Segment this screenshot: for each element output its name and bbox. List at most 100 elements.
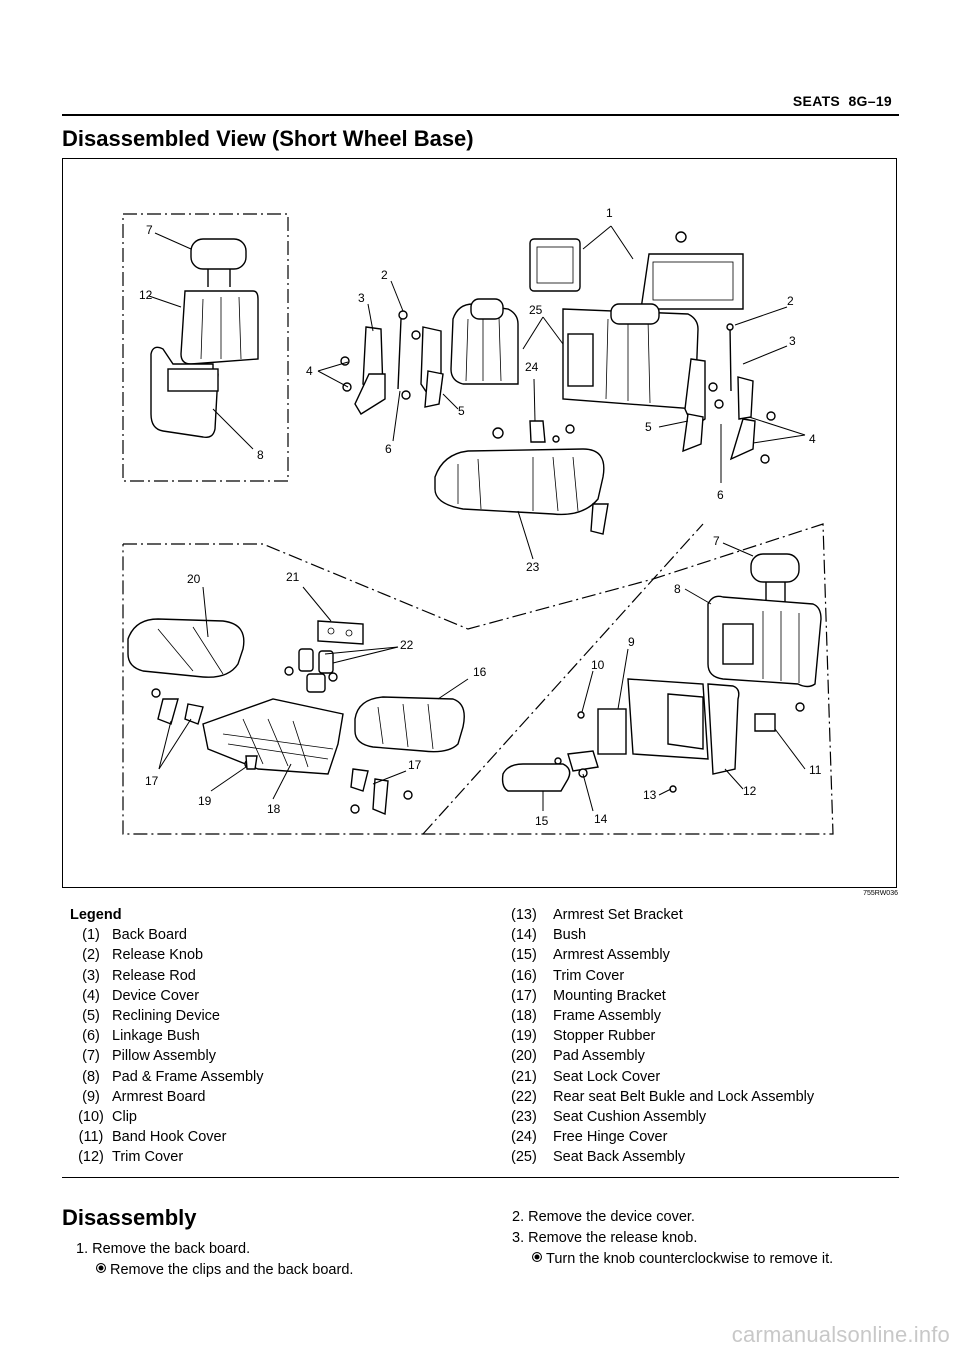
mounting-bracket-right xyxy=(350,768,413,816)
callout-22: 22 xyxy=(400,638,414,652)
callout-11: 11 xyxy=(809,763,822,777)
legend-item: (22)Rear seat Belt Bukle and Lock Assemb… xyxy=(511,1088,815,1105)
pad-assembly xyxy=(127,618,245,678)
legend-item: (6)Linkage Bush xyxy=(82,1028,200,1045)
bullet-icon xyxy=(96,1263,106,1273)
legend-item: (9)Armrest Board xyxy=(82,1088,206,1105)
callout-20: 20 xyxy=(187,572,201,586)
free-hinge-cover xyxy=(492,420,575,443)
legend-item: (13)Armrest Set Bracket xyxy=(511,907,683,923)
divider-outline xyxy=(422,523,704,835)
legend-item: (8)Pad & Frame Assembly xyxy=(82,1068,264,1085)
legend-item: (1)Back Board xyxy=(82,927,187,944)
step-2: 2. Remove the device cover. xyxy=(512,1209,695,1225)
belt-buckle-assembly xyxy=(284,648,338,693)
seat-lock-cover xyxy=(317,620,364,645)
back-board-small xyxy=(529,238,581,292)
armrest-set-bracket xyxy=(554,750,677,793)
pillow-right xyxy=(750,553,800,604)
callout-10: 10 xyxy=(591,658,605,672)
callout-16: 16 xyxy=(473,665,487,679)
page-header: SEATS 8G–19 xyxy=(793,93,892,109)
pillow-left xyxy=(190,238,247,287)
legend-right-column: (13)Armrest Set Bracket (14)Bush (15)Arm… xyxy=(511,905,814,1168)
legend-heading: Legend xyxy=(70,907,122,923)
step-1-detail: Remove the clips and the back board. xyxy=(76,1260,353,1281)
callout-15: 15 xyxy=(535,814,549,828)
clip xyxy=(577,711,585,719)
legend-item: (19)Stopper Rubber xyxy=(511,1028,656,1045)
callout-5-left: 5 xyxy=(458,404,465,418)
header-section: SEATS xyxy=(792,93,841,109)
legend-item: (4)Device Cover xyxy=(82,987,200,1004)
callout-14: 14 xyxy=(594,812,608,826)
callout-8-left: 8 xyxy=(257,448,264,462)
callout-2-right: 2 xyxy=(787,294,794,308)
callout-17-right: 17 xyxy=(408,758,422,772)
pad-frame-left xyxy=(150,346,219,439)
callout-1: 1 xyxy=(606,206,613,220)
legend-item: (5)Reclining Device xyxy=(82,1008,220,1025)
legend-left-column: Legend (1)Back Board (2)Release Knob (3)… xyxy=(70,905,264,1168)
callout-2-left: 2 xyxy=(381,268,388,282)
left-seatback-group-outline xyxy=(122,213,289,482)
callouts: 7 12 8 2 3 4 5 6 1 25 24 2 3 5 4 6 23 20… xyxy=(139,206,822,828)
legend-item: (7)Pillow Assembly xyxy=(82,1048,216,1065)
callout-3-right: 3 xyxy=(789,334,796,348)
callout-12-left: 12 xyxy=(139,288,153,302)
callout-13: 13 xyxy=(643,788,657,802)
legend-item: (15)Armrest Assembly xyxy=(511,947,670,964)
callout-18: 18 xyxy=(267,802,281,816)
trim-cover-cushion xyxy=(354,696,465,753)
disassembly-steps-left: 1. Remove the back board. Remove the cli… xyxy=(76,1239,353,1281)
callout-7-left: 7 xyxy=(146,223,153,237)
legend-item: (25)Seat Back Assembly xyxy=(511,1149,686,1166)
legend-item: (23)Seat Cushion Assembly xyxy=(511,1109,707,1126)
stopper-rubber xyxy=(245,755,258,770)
legend-item: (2)Release Knob xyxy=(82,947,204,964)
callout-9: 9 xyxy=(628,635,635,649)
seat-cushion-assembly xyxy=(434,448,609,535)
callout-23: 23 xyxy=(526,560,540,574)
step-3-detail: Turn the knob counterclockwise to remove… xyxy=(512,1249,833,1270)
legend-item: (20)Pad Assembly xyxy=(511,1048,645,1065)
reclining-hardware-right xyxy=(682,323,776,464)
callout-25: 25 xyxy=(529,303,543,317)
header-rule xyxy=(62,114,899,116)
leader-lines xyxy=(148,225,806,812)
mounting-bracket-left xyxy=(151,688,204,725)
legend-item: (14)Bush xyxy=(511,927,587,944)
disassembly-steps-right: 2. Remove the device cover. 3. Remove th… xyxy=(512,1207,833,1270)
armrest-trim-cover xyxy=(627,678,740,775)
callout-6-left: 6 xyxy=(385,442,392,456)
page-title: Disassembled View (Short Wheel Base) xyxy=(62,126,474,151)
callout-3-left: 3 xyxy=(358,291,365,305)
step-3: 3. Remove the release knob. xyxy=(512,1230,698,1246)
legend-item: (3)Release Rod xyxy=(82,967,196,984)
legend-item: (12)Trim Cover xyxy=(78,1149,184,1166)
legend-item: (10)Clip xyxy=(78,1109,137,1126)
legend-item: (16)Trim Cover xyxy=(511,967,625,984)
seat-back-large xyxy=(562,303,699,410)
callout-12-right: 12 xyxy=(743,784,757,798)
cushion-group-outline xyxy=(122,523,834,835)
exploded-view-figure: 7 12 8 2 3 4 5 6 1 25 24 2 3 5 4 6 23 20… xyxy=(62,158,897,888)
callout-7-right: 7 xyxy=(713,534,720,548)
legend-item: (21)Seat Lock Cover xyxy=(511,1068,661,1085)
callout-5-right: 5 xyxy=(645,420,652,434)
legend-item: (24)Free Hinge Cover xyxy=(511,1129,668,1146)
callout-21: 21 xyxy=(286,570,300,584)
reclining-hardware-left xyxy=(340,310,444,415)
band-hook-cover xyxy=(754,702,805,732)
header-page-number: 8G–19 xyxy=(848,93,892,109)
callout-4-left: 4 xyxy=(306,364,313,378)
callout-8-right: 8 xyxy=(674,582,681,596)
callout-6-right: 6 xyxy=(717,488,724,502)
trim-cover-left xyxy=(180,290,259,365)
callout-19: 19 xyxy=(198,794,212,808)
seat-diagram: 7 12 8 2 3 4 5 6 1 25 24 2 3 5 4 6 23 20… xyxy=(122,206,834,835)
frame-assembly xyxy=(202,698,344,775)
watermark: carmanualsonline.info xyxy=(731,1322,950,1347)
bullet-icon xyxy=(532,1252,542,1262)
back-board-large xyxy=(640,231,744,310)
